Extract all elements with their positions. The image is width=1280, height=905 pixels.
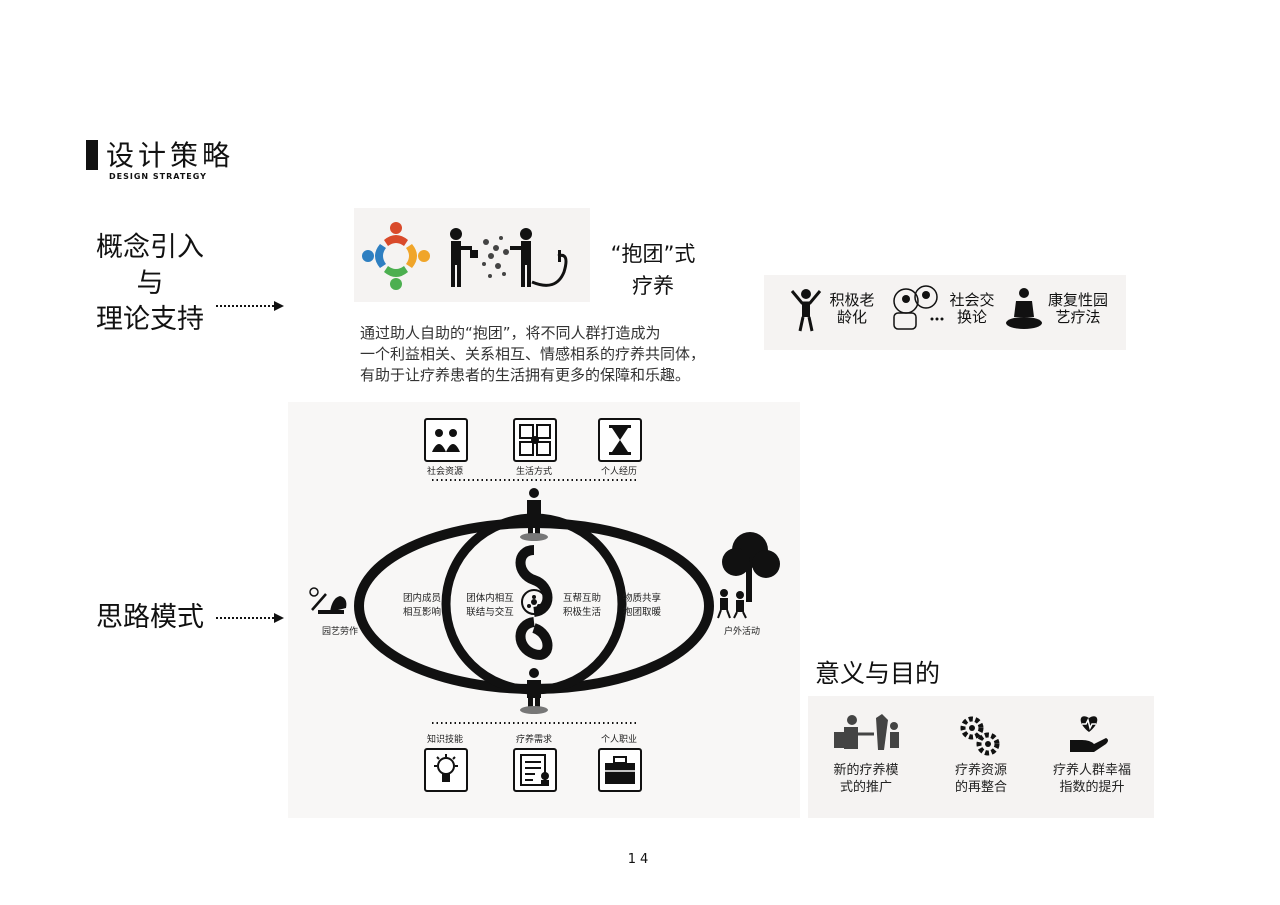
outer-right-line1: 物质共享 [622,593,661,604]
concept-arrow [216,301,284,311]
label-lifestyle: 生活方式 [515,467,552,477]
title-bar-marker [86,140,98,170]
strategy-diagram: 社会资源 生活方式 个人经历 知识技能 疗养需求 个人职业 园艺劳作 户外活动 … [288,402,800,818]
paragraph-line-2: 一个利益相关、关系相互、情感相系的疗养共同体， [360,345,706,363]
lower-loop [515,617,553,660]
theory-tags-panel: 积极老 龄化 社会交 换论 康复性园 艺疗法 [764,275,1126,350]
label-personal-experience: 个人经历 [600,467,637,477]
label-personal-career: 个人职业 [600,735,637,745]
page-subtitle: DESIGN STRATEGY [109,172,207,181]
baotuan-line2: 疗养 [632,274,674,298]
meaning-item-happiness-line2: 指数的提升 [1059,780,1125,795]
team-circle-icon [362,222,430,290]
inner-right-line1: 互帮互助 [562,593,601,604]
outer-left-text: 团内成员 相互影响 [392,592,452,620]
tag-active-aging-line2: 龄化 [836,308,867,326]
people-icon [717,589,747,619]
gears-icon [960,716,1000,756]
tag-horticultural-therapy-line1: 康复性园 [1047,291,1108,309]
concept-image-panel [354,208,590,302]
meaning-item-integration: 疗养资源 的再整合 [936,762,1026,796]
label-therapy-needs: 疗养需求 [515,735,552,745]
paragraph-line-1: 通过助人自助的“抱团”，将不同人群打造成为 [360,324,661,342]
social-exchange-icon [893,285,944,330]
briefcase-icon [598,748,642,792]
thinking-arrow [216,613,284,623]
section-concept-line3: 理论支持 [96,304,204,335]
baotuan-line1: “抱团”式 [610,242,696,266]
paragraph-line-3: 有助于让疗养患者的生活拥有更多的保障和乐趣。 [360,366,691,384]
social-resource-icon [424,418,468,462]
watering-people-icon [450,228,568,287]
inner-left-line1: 团体内相互 [466,593,514,604]
tag-horticultural-therapy: 康复性园 艺疗法 [1042,292,1114,326]
baotuan-caption: “抱团”式 疗养 [598,238,708,302]
tag-active-aging-line1: 积极老 [829,291,875,309]
outer-right-line2: 抱团取暖 [622,607,661,618]
inner-right-line2: 积极生活 [562,607,601,618]
promotion-icon [834,714,899,750]
concept-paragraph: 通过助人自助的“抱团”，将不同人群打造成为 一个利益相关、关系相互、情感相系的疗… [360,323,740,386]
label-social-resource: 社会资源 [426,467,463,477]
section-concept-line1: 概念引入 [96,232,204,263]
section-concept-heading: 概念引入 与 理论支持 [80,230,220,338]
meaning-item-happiness: 疗养人群幸福 指数的提升 [1042,762,1142,796]
section-thinking-heading: 思路模式 [96,602,204,633]
meaning-item-happiness-line1: 疗养人群幸福 [1052,763,1131,778]
meaning-item-promotion-line2: 式的推广 [839,780,892,795]
meaning-item-integration-line1: 疗养资源 [954,763,1007,778]
knowledge-icon [424,748,468,792]
meaning-item-integration-line2: 的再整合 [954,780,1007,795]
tag-social-exchange-line2: 换论 [956,308,987,326]
bottom-person-icon [520,668,548,714]
gardening-icon [309,587,347,614]
page-number: 14 [627,852,653,867]
label-gardening: 园艺劳作 [321,627,358,637]
label-outdoor-activity: 户外活动 [723,627,760,637]
center-gear-icon [521,589,547,615]
heart-hand-icon [1070,716,1108,752]
meaning-panel: 新的疗养模 式的推广 疗养资源 的再整合 疗养人群幸福 指数的提升 [808,696,1154,818]
inner-left-text: 团体内相互 联结与交互 [458,592,522,620]
meaning-title: 意义与目的 [815,659,941,688]
tree-icon [722,532,780,602]
page-title: 设计策略 [106,139,235,172]
lifestyle-icon [513,418,557,462]
outer-left-line2: 相互影响 [402,607,441,618]
hourglass-icon [598,418,642,462]
inner-right-text: 互帮互助 积极生活 [552,592,612,620]
outer-right-text: 物质共享 抱团取暖 [612,592,672,620]
checklist-icon [513,748,557,792]
section-concept-line2: 与 [136,268,164,299]
inner-left-line2: 联结与交互 [466,607,514,618]
tag-social-exchange: 社会交 换论 [942,292,1002,326]
meditation-icon [1006,288,1042,329]
meaning-item-promotion: 新的疗养模 式的推广 [826,762,906,796]
diagram-graphics [309,479,780,724]
active-aging-icon [790,289,822,332]
tag-social-exchange-line1: 社会交 [949,291,995,309]
label-knowledge-skills: 知识技能 [426,735,463,745]
tag-horticultural-therapy-line2: 艺疗法 [1055,308,1101,326]
tag-active-aging: 积极老 龄化 [822,292,882,326]
meaning-item-promotion-line1: 新的疗养模 [833,763,899,778]
outer-left-line1: 团内成员 [402,593,441,604]
top-person-icon [520,488,548,541]
